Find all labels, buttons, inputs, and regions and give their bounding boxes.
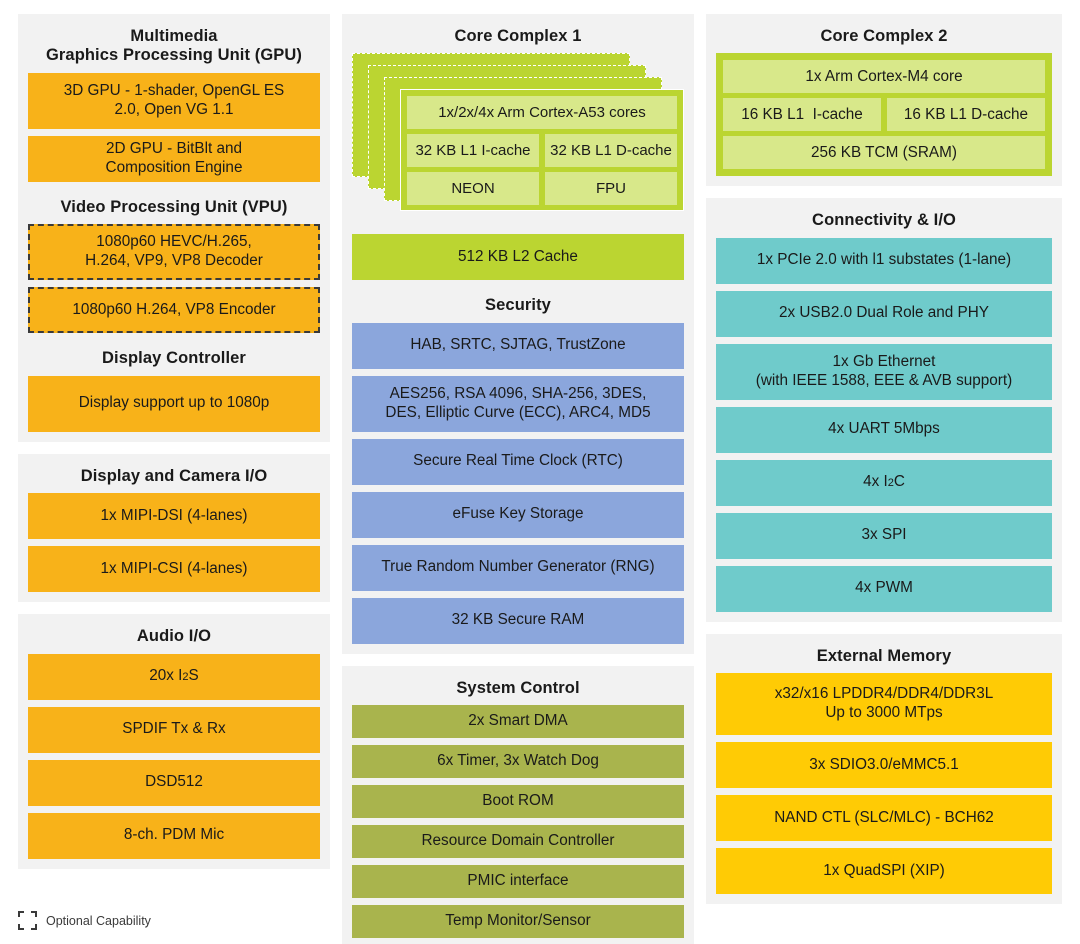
panel-title-vpu: Video Processing Unit (VPU) [60,197,288,216]
core-card-front[interactable]: 1x/2x/4x Arm Cortex-A53 cores 32 KB L1 I… [400,89,684,212]
legend: Optional Capability [18,911,151,930]
multimedia-title-line1: Multimedia [130,27,218,45]
block-neon[interactable]: NEON [407,172,539,206]
block-spi[interactable]: 3x SPI [716,512,1052,559]
dashed-square-icon [18,911,37,930]
core-card-row-neon-fpu: NEON FPU [407,172,677,206]
block-lpddr4[interactable]: x32/x16 LPDDR4/DDR4/DDR3L Up to 3000 MTp… [716,673,1052,736]
panel-title-external-memory: External Memory [816,646,952,665]
panel-title-core-complex-2: Core Complex 2 [820,27,948,45]
block-timer-watchdog[interactable]: 6x Timer, 3x Watch Dog [352,745,684,779]
block-boot-rom[interactable]: Boot ROM [352,785,684,819]
panel-system-control: System Control 2x Smart DMA 6x Timer, 3x… [342,665,694,944]
block-secure-ram[interactable]: 32 KB Secure RAM [352,597,684,644]
block-a53-cores[interactable]: 1x/2x/4x Arm Cortex-A53 cores [407,96,677,130]
block-video-decoder[interactable]: 1080p60 HEVC/H.265, H.264, VP9, VP8 Deco… [28,224,320,281]
panel-title-display-controller: Display Controller [102,349,246,368]
block-l1-icache[interactable]: 32 KB L1 I-cache [407,134,539,168]
multimedia-title-line2: Graphics Processing Unit (GPU) [45,46,303,65]
panel-title-security: Security [485,296,551,315]
panel-core-complex-2: Core Complex 2 1x Arm Cortex-M4 core 16 … [706,14,1062,187]
block-pdm-mic[interactable]: 8-ch. PDM Mic [28,812,320,859]
block-pcie[interactable]: 1x PCIe 2.0 with l1 substates (1-lane) [716,237,1052,284]
block-trng[interactable]: True Random Number Generator (RNG) [352,544,684,591]
panel-multimedia: Multimedia Graphics Processing Unit (GPU… [18,14,330,442]
panel-display-camera-io: Display and Camera I/O 1x MIPI-DSI (4-la… [18,453,330,603]
cc2-row-l1: 16 KB L1 I-cache 16 KB L1 D-cache [723,98,1045,132]
block-efuse-key-storage[interactable]: eFuse Key Storage [352,491,684,538]
block-smart-dma[interactable]: 2x Smart DMA [352,705,684,739]
cc2-row-tcm: 256 KB TCM (SRAM) [723,136,1045,170]
block-m4-l1-icache[interactable]: 16 KB L1 I-cache [723,98,881,132]
block-gb-ethernet[interactable]: 1x Gb Ethernet (with IEEE 1588, EEE & AV… [716,343,1052,400]
block-m4-l1-dcache[interactable]: 16 KB L1 D-cache [887,98,1045,132]
panel-title-core-complex-1: Core Complex 1 [454,27,582,45]
middle-column: Core Complex 1 1x/2x/4x Arm Cortex-A53 c… [342,14,694,944]
panel-title-display-camera-io: Display and Camera I/O [80,466,268,485]
panel-title-system-control: System Control [456,678,580,697]
block-secure-rtc[interactable]: Secure Real Time Clock (RTC) [352,438,684,485]
block-l2-cache[interactable]: 512 KB L2 Cache [352,234,684,281]
diagram-columns: Multimedia Graphics Processing Unit (GPU… [18,14,1062,944]
block-display-support[interactable]: Display support up to 1080p [28,375,320,432]
block-resource-domain-controller[interactable]: Resource Domain Controller [352,825,684,859]
block-nand-ctl[interactable]: NAND CTL (SLC/MLC) - BCH62 [716,795,1052,842]
cc2-row-core: 1x Arm Cortex-M4 core [723,60,1045,94]
panel-external-memory: External Memory x32/x16 LPDDR4/DDR4/DDR3… [706,633,1062,905]
legend-label: Optional Capability [46,913,151,928]
panel-title-audio-io: Audio I/O [136,627,212,646]
block-mipi-csi[interactable]: 1x MIPI-CSI (4-lanes) [28,546,320,593]
block-sdio-emmc[interactable]: 3x SDIO3.0/eMMC5.1 [716,742,1052,789]
block-fpu[interactable]: FPU [545,172,677,206]
block-pwm[interactable]: 4x PWM [716,565,1052,612]
block-hab-srtc[interactable]: HAB, SRTC, SJTAG, TrustZone [352,322,684,369]
block-crypto-algorithms[interactable]: AES256, RSA 4096, SHA-256, 3DES, DES, El… [352,375,684,432]
block-cortex-m4-core[interactable]: 1x Arm Cortex-M4 core [723,60,1045,94]
block-pmic-interface[interactable]: PMIC interface [352,865,684,899]
core-card-row-cores: 1x/2x/4x Arm Cortex-A53 cores [407,96,677,130]
block-usb[interactable]: 2x USB2.0 Dual Role and PHY [716,290,1052,337]
panel-core-complex-1: Core Complex 1 1x/2x/4x Arm Cortex-A53 c… [342,14,694,654]
block-spdif[interactable]: SPDIF Tx & Rx [28,706,320,753]
block-dsd512[interactable]: DSD512 [28,759,320,806]
core-complex-2-card[interactable]: 1x Arm Cortex-M4 core 16 KB L1 I-cache 1… [716,53,1052,177]
block-2d-gpu[interactable]: 2D GPU - BitBlt and Composition Engine [28,135,320,182]
block-quadspi[interactable]: 1x QuadSPI (XIP) [716,848,1052,895]
right-column: Core Complex 2 1x Arm Cortex-M4 core 16 … [706,14,1062,905]
panel-connectivity-io: Connectivity & I/O 1x PCIe 2.0 with l1 s… [706,198,1062,622]
block-l1-dcache[interactable]: 32 KB L1 D-cache [545,134,677,168]
block-uart[interactable]: 4x UART 5Mbps [716,406,1052,453]
block-temp-monitor[interactable]: Temp Monitor/Sensor [352,905,684,939]
core-complex-1-stack: 1x/2x/4x Arm Cortex-A53 cores 32 KB L1 I… [352,53,684,225]
block-tcm-sram[interactable]: 256 KB TCM (SRAM) [723,136,1045,170]
block-3d-gpu[interactable]: 3D GPU - 1-shader, OpenGL ES 2.0, Open V… [28,72,320,129]
left-column: Multimedia Graphics Processing Unit (GPU… [18,14,330,869]
block-mipi-dsi[interactable]: 1x MIPI-DSI (4-lanes) [28,493,320,540]
panel-title-multimedia: Multimedia Graphics Processing Unit (GPU… [28,22,320,73]
panel-title-connectivity-io: Connectivity & I/O [812,211,956,230]
block-video-encoder[interactable]: 1080p60 H.264, VP8 Encoder [28,287,320,334]
core-card-row-l1: 32 KB L1 I-cache 32 KB L1 D-cache [407,134,677,168]
